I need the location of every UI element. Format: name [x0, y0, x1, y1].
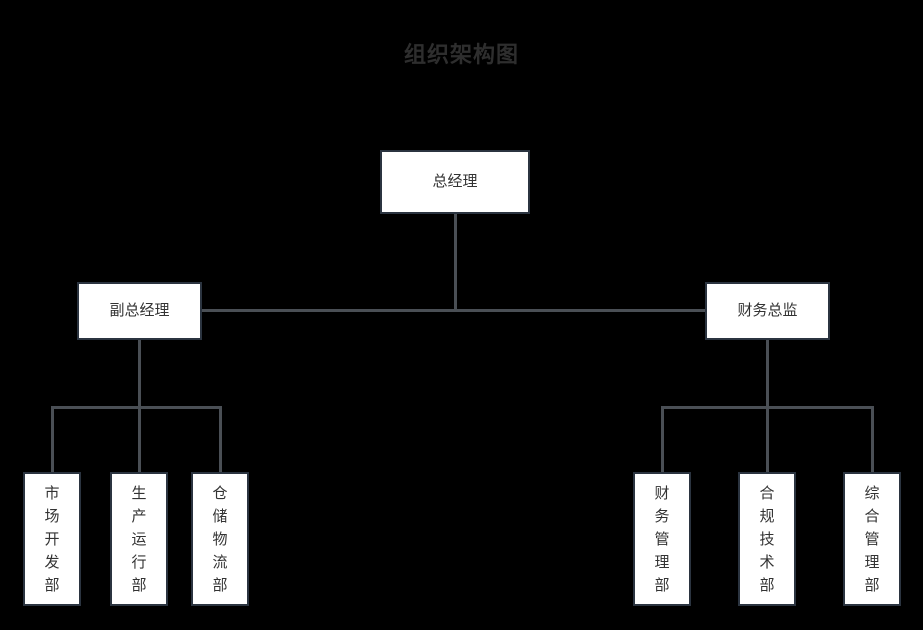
node-label: 总经理: [432, 173, 478, 190]
node-warehouse-logistics-dept[interactable]: 仓储物流部: [191, 472, 249, 606]
node-label: 综合管理部: [864, 484, 880, 594]
connector-left-bus: [51, 406, 222, 409]
node-label: 财务管理部: [654, 484, 670, 594]
connector-right-drop-3: [871, 406, 874, 474]
node-production-operations-dept[interactable]: 生产运行部: [110, 472, 168, 606]
connector-left-drop-3: [219, 406, 222, 474]
connector-root-stem: [454, 214, 457, 312]
node-label: 仓储物流部: [212, 484, 228, 594]
node-general-affairs-dept[interactable]: 综合管理部: [843, 472, 901, 606]
node-financial-management-dept[interactable]: 财务管理部: [633, 472, 691, 606]
node-label: 市场开发部: [44, 484, 60, 594]
node-finance-director[interactable]: 财务总监: [705, 282, 830, 340]
node-label: 生产运行部: [131, 484, 147, 594]
connector-right-manager-stem: [766, 340, 769, 409]
node-market-development-dept[interactable]: 市场开发部: [23, 472, 81, 606]
connector-left-drop-2: [138, 406, 141, 474]
connector-right-drop-1: [661, 406, 664, 474]
connector-level2-bus: [202, 309, 705, 312]
connector-left-drop-1: [51, 406, 54, 474]
node-deputy-general-manager[interactable]: 副总经理: [77, 282, 202, 340]
connector-left-manager-stem: [138, 340, 141, 409]
node-compliance-technology-dept[interactable]: 合规技术部: [738, 472, 796, 606]
node-label: 合规技术部: [759, 484, 775, 594]
page-title: 组织架构图: [403, 42, 519, 67]
node-label: 财务总监: [737, 302, 798, 319]
connector-right-drop-2: [766, 406, 769, 474]
node-label: 副总经理: [109, 302, 170, 319]
node-general-manager[interactable]: 总经理: [380, 150, 530, 214]
